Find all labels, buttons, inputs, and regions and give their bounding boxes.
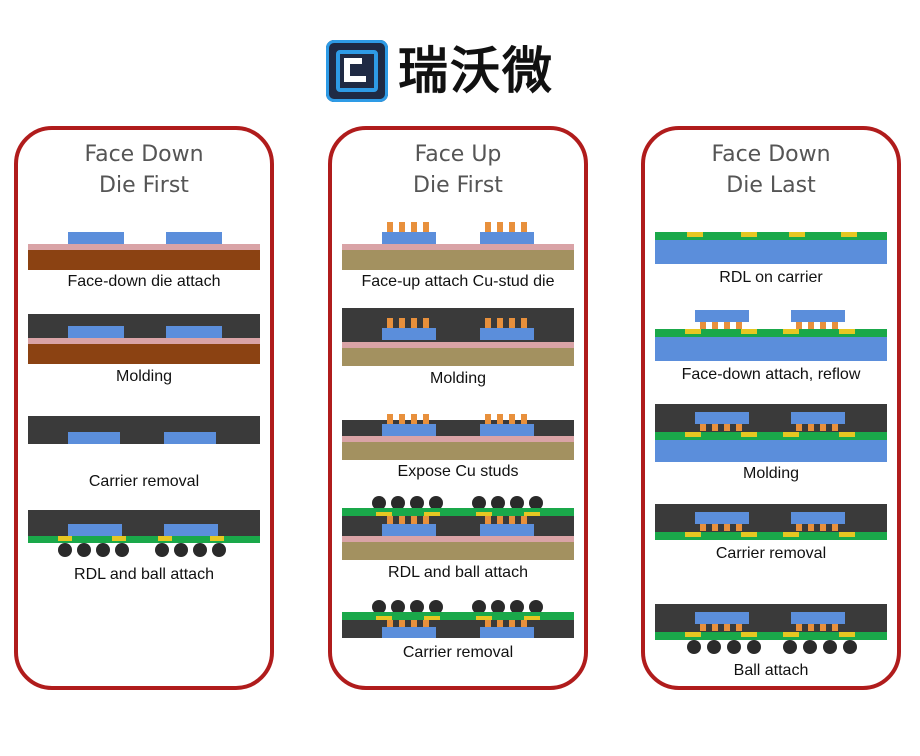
panel-title-line2: Die First bbox=[99, 173, 189, 198]
panel-title-line2: Die Last bbox=[726, 173, 816, 198]
company-name: 瑞沃微 bbox=[398, 42, 554, 100]
step-label: Molding bbox=[115, 368, 173, 385]
step-label: Molding bbox=[742, 465, 800, 482]
panel-title-line1: Face Down bbox=[84, 142, 204, 167]
panel-title-line2: Die First bbox=[413, 173, 503, 198]
step-label: RDL and ball attach bbox=[388, 564, 528, 581]
step-label: Molding bbox=[429, 370, 487, 387]
panel-face-down-die-first: Face Down Die First Face-down die attach… bbox=[14, 126, 274, 690]
step-label: Carrier removal bbox=[402, 644, 514, 661]
panel-title-line1: Face Down bbox=[711, 142, 831, 167]
step-label: Ball attach bbox=[733, 662, 809, 679]
step-label: Face-up attach Cu-stud die bbox=[361, 273, 555, 290]
step-label: Carrier removal bbox=[88, 473, 200, 490]
panel-face-up-die-first: Face Up Die First Face-up attach Cu-stud… bbox=[328, 126, 588, 690]
step-label: Carrier removal bbox=[715, 545, 827, 562]
step-label: Face-down die attach bbox=[67, 273, 221, 290]
step-label: RDL and ball attach bbox=[74, 566, 214, 583]
company-logo: 瑞沃微 bbox=[326, 38, 554, 104]
step-label: Expose Cu studs bbox=[397, 463, 519, 480]
logo-r-mark-icon bbox=[326, 40, 388, 102]
panel-title-line1: Face Up bbox=[414, 142, 502, 167]
panel-face-down-die-last: Face Down Die Last RDL on carrier Face-d… bbox=[641, 126, 901, 690]
step-label: RDL on carrier bbox=[719, 269, 823, 286]
step-label: Face-down attach, reflow bbox=[681, 366, 861, 383]
